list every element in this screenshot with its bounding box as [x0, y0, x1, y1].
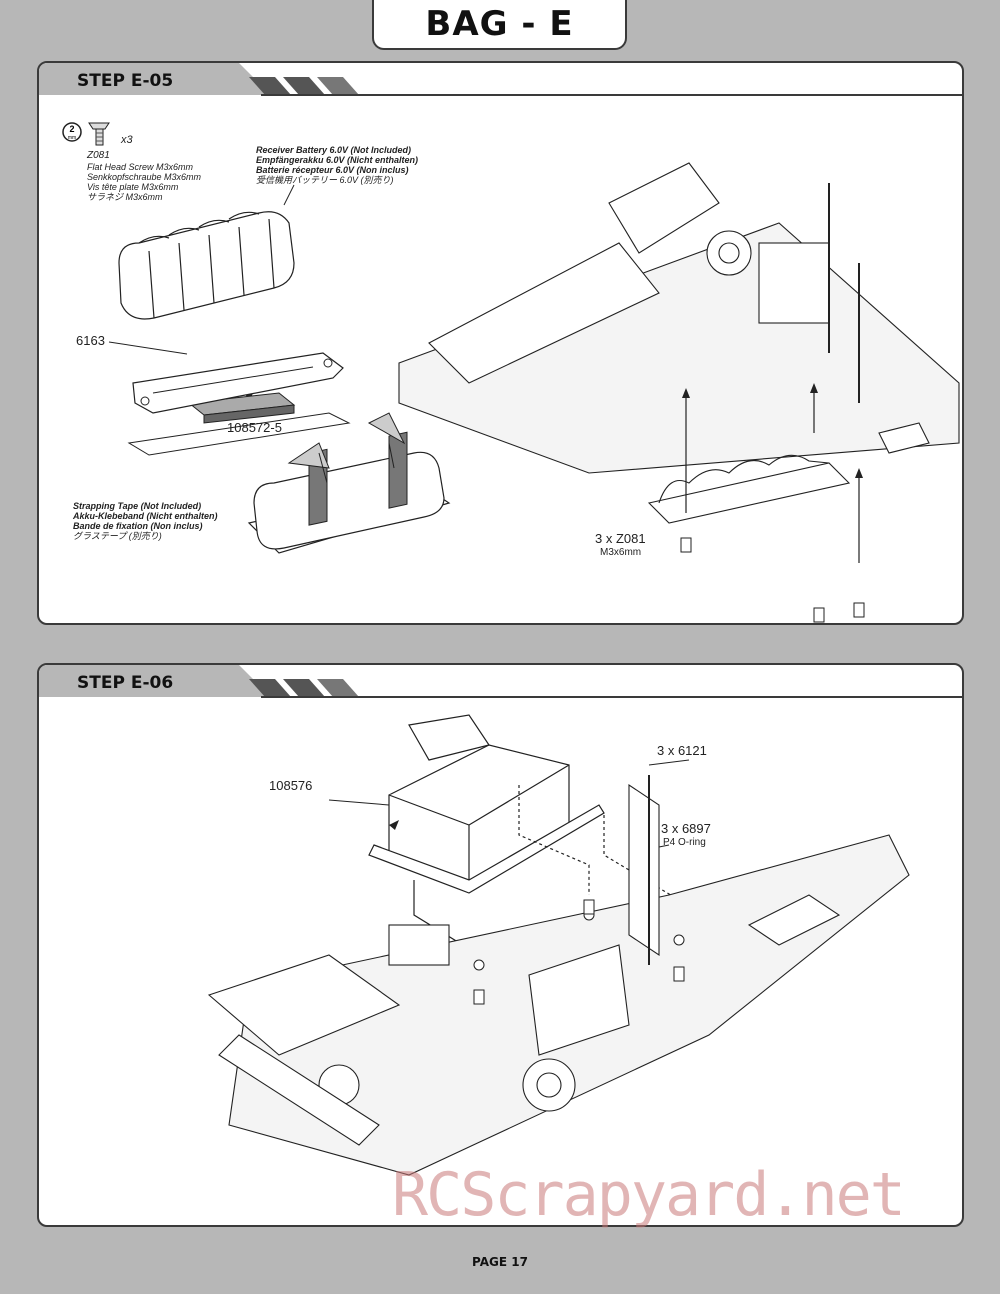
- battery-tray: [132, 352, 344, 414]
- clip-callout: 3 x 6121: [657, 743, 707, 758]
- strapped-battery-diagram: [247, 412, 451, 554]
- battery-note: Receiver Battery 6.0V (Not Included) Emp…: [256, 145, 418, 185]
- battery-note-de: Empfängerakku 6.0V (Nicht enthalten): [256, 155, 419, 165]
- tool-size-number: 2: [69, 124, 74, 134]
- part-label-108576: 108576: [269, 778, 313, 793]
- bag-title: BAG - E: [425, 4, 574, 44]
- screw-code: Z081: [87, 150, 110, 161]
- oring-callout-sub: P4 O-ring: [663, 837, 706, 848]
- leader-line-6163: [108, 341, 188, 355]
- fuel-tank-chassis-diagram: [207, 714, 910, 1176]
- step-header-stripes: [39, 63, 962, 96]
- step-header-stripes: [39, 665, 962, 698]
- bag-header-tab: BAG - E: [372, 0, 627, 50]
- tape-note: Strapping Tape (Not Included) Akku-Klebe…: [73, 501, 218, 541]
- flat-head-screw-icon: [88, 122, 110, 146]
- battery-note-jp: 受信機用バッテリー 6.0V (別売り): [256, 175, 394, 185]
- step-e05-panel: STEP E-05 2 mm x3 Z081 Flat Head Screw M…: [37, 61, 964, 625]
- screw-callout-size: M3x6mm: [600, 547, 642, 558]
- watermark: RCScrapyard.net: [392, 1160, 906, 1230]
- screw-desc-de: Senkkopfschraube M3x6mm: [87, 172, 202, 182]
- screw-desc-en: Flat Head Screw M3x6mm: [87, 162, 194, 172]
- step-title: STEP E-05: [77, 71, 174, 91]
- tape-note-de: Akku-Klebeband (Nicht enthalten): [73, 511, 218, 521]
- screw-desc-fr: Vis tête plate M3x6mm: [87, 182, 179, 192]
- step-title: STEP E-06: [77, 673, 174, 693]
- battery-pack-diagram: [118, 184, 351, 456]
- screw-quantity: x3: [121, 134, 133, 146]
- tool-size-unit: mm: [68, 135, 76, 141]
- chassis-diagram: [398, 162, 960, 623]
- tape-note-en: Strapping Tape (Not Included): [73, 501, 202, 511]
- screw-description: Flat Head Screw M3x6mm Senkkopfschraube …: [87, 162, 201, 202]
- page-number: PAGE 17: [472, 1255, 528, 1269]
- battery-note-en: Receiver Battery 6.0V (Not Included): [256, 145, 412, 155]
- screw-callout: 3 x Z081: [595, 531, 646, 546]
- tape-note-fr: Bande de fixation (Non inclus): [73, 521, 203, 531]
- step-e06-panel: STEP E-06 108576 3 x 6121 3 x 6897 P4 O-…: [37, 663, 964, 1227]
- battery-note-fr: Batterie récepteur 6.0V (Non inclus): [256, 165, 409, 175]
- tape-note-jp: グラステープ (別売り): [73, 531, 162, 541]
- oring-callout: 3 x 6897: [661, 821, 711, 836]
- hex-tool-badge: 2 mm: [62, 122, 110, 146]
- part-label-6163: 6163: [76, 333, 105, 348]
- screw-desc-jp: サラネジ M3x6mm: [87, 192, 163, 202]
- part-label-108572-5: 108572-5: [227, 420, 282, 435]
